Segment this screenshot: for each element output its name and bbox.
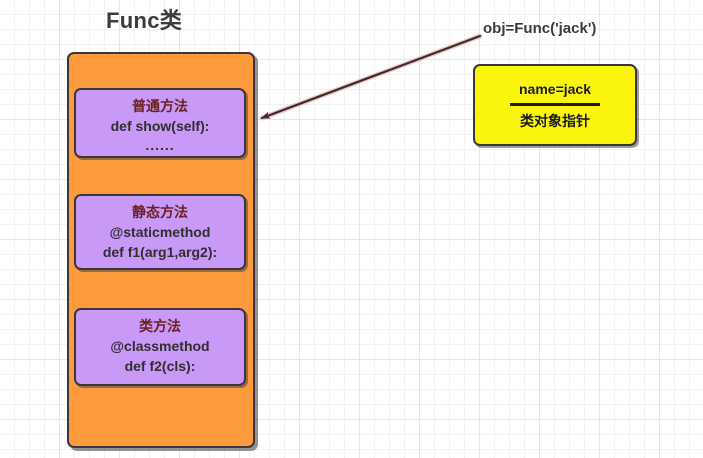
instance-method-signature: def show(self): — [110, 118, 210, 134]
instance-to-class-arrow-glow — [259, 33, 483, 121]
static-method-decorator: @staticmethod — [109, 224, 211, 240]
instance-method-body: ...... — [145, 137, 175, 153]
instance-method-box: 普通方法 def show(self): ...... — [74, 88, 246, 158]
class-method-decorator: @classmethod — [110, 338, 210, 354]
class-method-signature: def f2(cls): — [124, 358, 196, 374]
static-method-box: 静态方法 @staticmethod def f1(arg1,arg2): — [74, 194, 246, 270]
instance-assignment-label: obj=Func('jack') — [483, 20, 597, 37]
class-method-title: 类方法 — [139, 318, 181, 334]
instance-object-box: name=jack 类对象指针 — [473, 64, 637, 146]
page-title: Func类 — [106, 8, 183, 33]
instance-to-class-arrow — [260, 34, 482, 120]
class-method-box: 类方法 @classmethod def f2(cls): — [74, 308, 246, 386]
static-method-title: 静态方法 — [132, 204, 188, 220]
instance-class-pointer: 类对象指针 — [520, 113, 590, 129]
instance-attribute: name=jack — [519, 81, 591, 97]
static-method-signature: def f1(arg1,arg2): — [102, 244, 218, 260]
instance-method-title: 普通方法 — [132, 98, 188, 114]
instance-divider — [510, 103, 600, 106]
